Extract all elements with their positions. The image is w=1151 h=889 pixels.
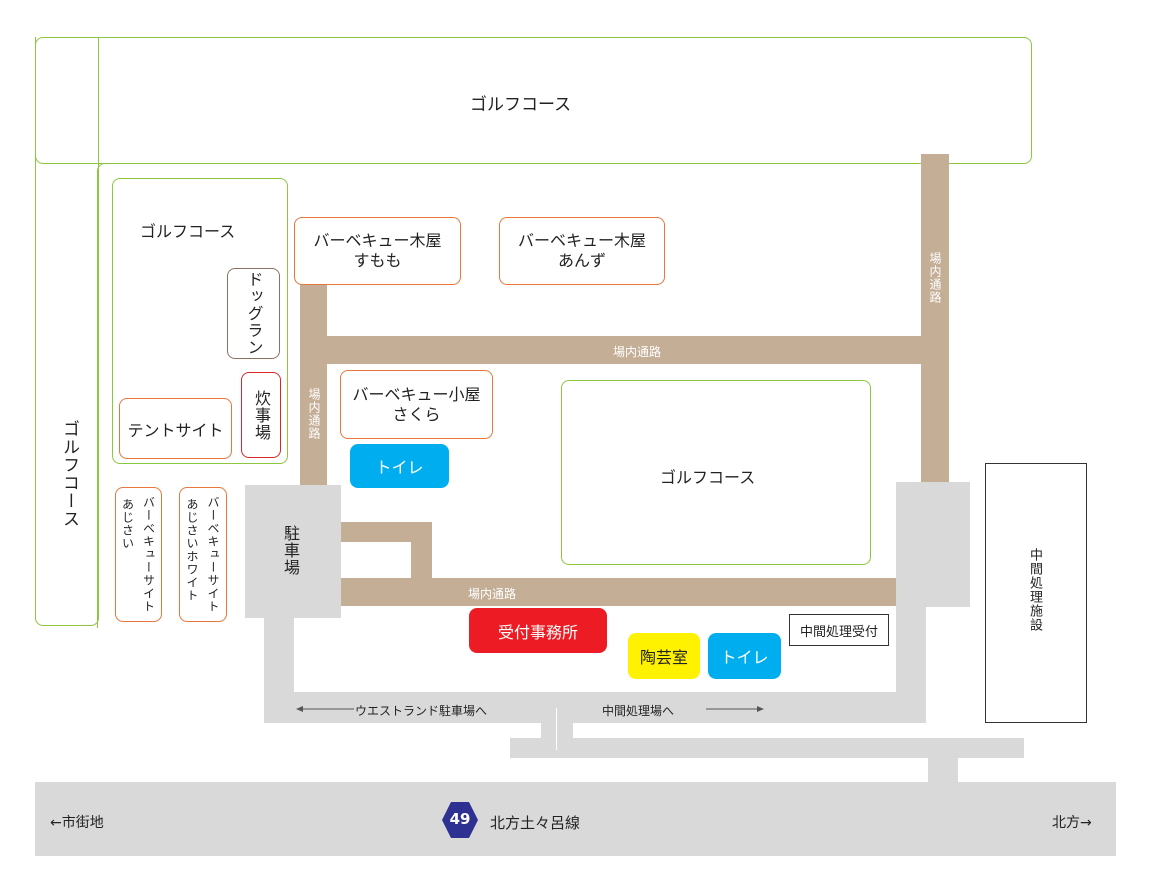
intermediate-facility-label: 中間処理施設 xyxy=(1027,548,1042,632)
entrance-stem xyxy=(541,705,573,750)
road-loop-right xyxy=(411,522,432,580)
intermediate-reception-label: 中間処理受付 xyxy=(799,624,878,640)
entrance-road-right xyxy=(956,738,1024,758)
road-right-vertical xyxy=(921,154,949,484)
paved-bottom-strip xyxy=(264,692,926,723)
to-kitakata-label: 北方→ xyxy=(1052,815,1092,831)
intermediate-facility-box xyxy=(985,463,1087,723)
golf-course-left-inner-label: ゴルフコース xyxy=(140,222,236,241)
road-loop-top xyxy=(340,522,432,542)
main-road xyxy=(35,782,1116,856)
entrance-road-left xyxy=(510,738,930,758)
bbq-cabin-anzu-name: バーベキュー木屋 xyxy=(517,231,646,250)
toilet-lower-label: トイレ xyxy=(720,648,769,667)
parking-lot-label: 駐車場 xyxy=(281,525,300,576)
bbq-site-ajisai-sub: あじさい xyxy=(120,498,135,550)
bbq-cabin-sumomo-sub: すもも xyxy=(353,251,402,270)
golf-course-top-label: ゴルフコース xyxy=(470,95,572,115)
toilet-lower: トイレ xyxy=(708,633,781,679)
route-name: 北方土々呂線 xyxy=(490,814,581,832)
cooking-area: 炊事場 xyxy=(241,372,281,458)
road-upper-horizontal xyxy=(300,336,923,364)
paved-right-block xyxy=(896,482,970,607)
arrow-left-icon xyxy=(296,706,354,712)
toilet-upper: トイレ xyxy=(350,444,449,488)
route-49-badge: 49 xyxy=(440,800,480,840)
parking-lot-area xyxy=(245,485,341,618)
dog-run: ドッグラン xyxy=(227,268,280,359)
bbq-cabin-anzu-sub: あんず xyxy=(557,251,606,270)
cooking-area-label: 炊事場 xyxy=(252,389,271,441)
bbq-site-ajisai: バーベキューサイト あじさい xyxy=(115,487,162,622)
golf-course-left-outer-area xyxy=(35,37,99,626)
road-lower-horizontal xyxy=(340,578,896,606)
to-intermediate-label: 中間処理場へ xyxy=(602,704,675,718)
bbq-hut-sakura-sub: さくら xyxy=(392,404,441,424)
golf-course-center-label: ゴルフコース xyxy=(660,468,756,487)
bbq-cabin-anzu: バーベキュー木屋 あんず xyxy=(499,217,665,285)
road-label-lower-horizontal: 場内通路 xyxy=(468,587,517,601)
golf-course-left-inner-area xyxy=(112,178,288,464)
golf-course-left-outer-label: ゴルフコース xyxy=(59,420,79,528)
golf-course-center-area xyxy=(561,380,871,565)
entrance-junction xyxy=(928,738,958,783)
tent-site: テントサイト xyxy=(119,398,232,459)
bbq-site-ajisai-name: バーベキューサイト xyxy=(141,496,156,613)
bbq-cabin-sumomo: バーベキュー木屋 すもも xyxy=(294,217,461,285)
reception-office-label: 受付事務所 xyxy=(497,622,578,642)
dog-run-label: ドッグラン xyxy=(244,271,264,356)
bbq-hut-sakura-name: バーベキュー小屋 xyxy=(352,384,481,404)
bbq-site-ajisai-white-sub: あじさいホワイト xyxy=(185,498,199,602)
pottery-room-label: 陶芸室 xyxy=(639,648,688,667)
arrow-right-icon xyxy=(706,706,764,712)
to-city-label: ←市街地 xyxy=(50,815,104,831)
bbq-cabin-sumomo-name: バーベキュー木屋 xyxy=(313,231,442,250)
intermediate-reception-box: 中間処理受付 xyxy=(789,614,889,646)
road-label-upper-horizontal: 場内通路 xyxy=(613,345,662,359)
route-number: 49 xyxy=(449,810,471,828)
toilet-upper-label: トイレ xyxy=(375,458,424,477)
bbq-site-ajisai-white-name: バーベキューサイト xyxy=(206,496,220,613)
to-west-parking-label: ウエストランド駐車場へ xyxy=(355,704,488,718)
pottery-room: 陶芸室 xyxy=(628,633,700,679)
reception-office: 受付事務所 xyxy=(469,608,607,653)
road-left-vertical xyxy=(300,284,327,486)
bbq-hut-sakura: バーベキュー小屋 さくら xyxy=(340,370,493,439)
entrance-divider-line xyxy=(556,708,557,750)
route-shield-icon xyxy=(442,802,478,838)
tent-site-label: テントサイト xyxy=(127,420,224,440)
road-label-left-vertical: 場内通路 xyxy=(307,388,321,440)
bbq-site-ajisai-white: バーベキューサイト あじさいホワイト xyxy=(179,487,227,622)
golf-left-divider xyxy=(97,170,98,626)
road-label-right-vertical: 場内通路 xyxy=(928,252,942,304)
